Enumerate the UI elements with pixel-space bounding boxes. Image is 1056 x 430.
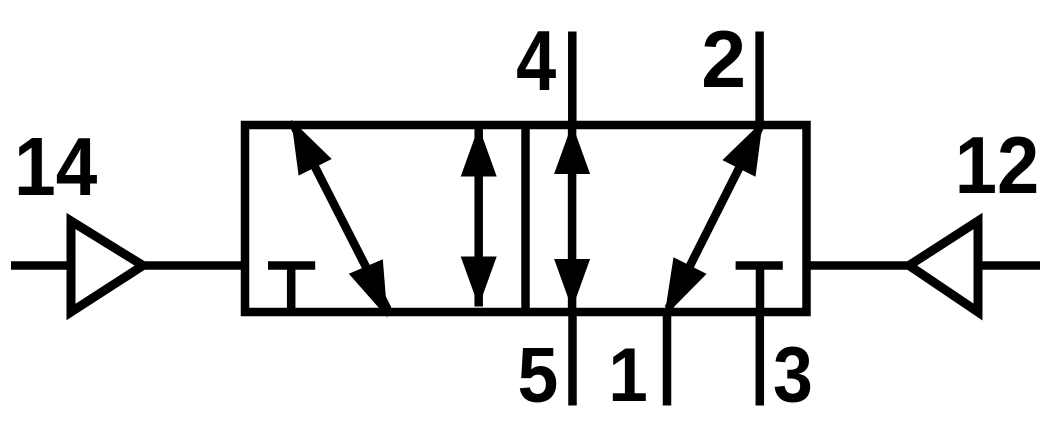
svg-text:2: 2 — [701, 15, 746, 105]
svg-text:14: 14 — [14, 121, 97, 213]
svg-text:1: 1 — [608, 332, 647, 418]
svg-text:5: 5 — [518, 331, 559, 419]
svg-text:12: 12 — [955, 120, 1040, 210]
svg-text:4: 4 — [516, 13, 556, 108]
svg-text:3: 3 — [773, 330, 813, 418]
